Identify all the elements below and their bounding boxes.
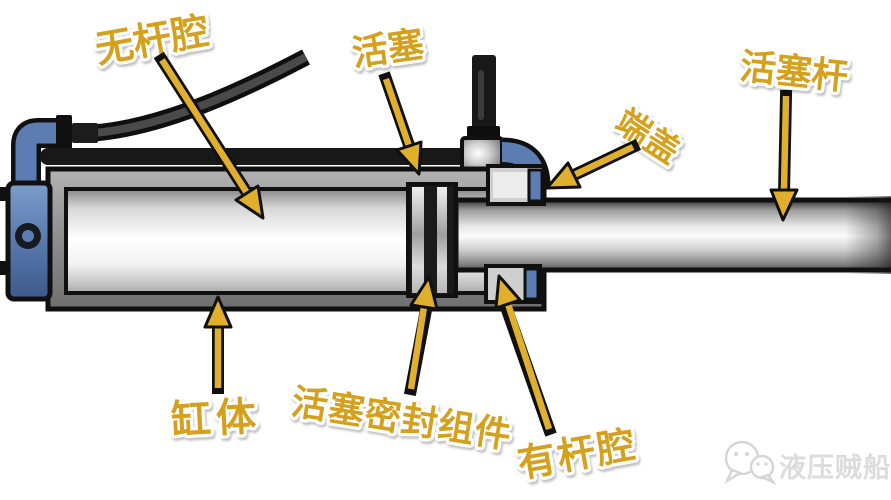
- rear-cap: [0, 180, 53, 302]
- piston-land: [437, 187, 447, 293]
- piston-land: [412, 187, 424, 293]
- mounting-tab: [0, 261, 10, 275]
- rear-port-inner: [22, 230, 34, 242]
- cylinder-assembly: [0, 164, 891, 312]
- end-cap-seal-bottom: [523, 267, 540, 301]
- label-piston-seal-assembly: 活塞密封组件: [289, 381, 515, 457]
- end-cap-seal-top: [527, 168, 544, 203]
- arrow-rodless-chamber: [153, 51, 265, 220]
- mounting-tab: [0, 187, 10, 201]
- piston-rod-part: [453, 196, 891, 274]
- rod-edge-fade: [845, 196, 891, 274]
- label-end-cap: 端盖: [608, 102, 687, 173]
- front-end-cap: [484, 164, 546, 304]
- label-piston-rod: 活塞杆: [738, 46, 850, 98]
- hose-nut: [56, 115, 72, 151]
- arrow-end-cap: [545, 139, 641, 190]
- arrow-cylinder-body: [203, 295, 233, 394]
- label-rodless-chamber: 无杆腔: [92, 8, 212, 71]
- end-cap-face: [493, 172, 527, 198]
- watermark: 液压贼船: [724, 440, 891, 485]
- hose-collar: [72, 123, 98, 143]
- arrow-piston-seal-assembly: [403, 275, 439, 397]
- label-cylinder-body: 缸体: [170, 394, 262, 445]
- arrow-piston-rod: [769, 89, 799, 222]
- top-steel-pipe: [40, 148, 468, 165]
- piston-part: [406, 182, 458, 298]
- callout-arrows: [153, 51, 799, 437]
- arrow-rod-chamber: [494, 274, 557, 437]
- label-piston: 活塞: [350, 24, 427, 75]
- label-rod-chamber: 有杆腔: [514, 422, 640, 486]
- hydraulic-hose: [93, 49, 310, 142]
- plumbing: [10, 49, 551, 200]
- arrow-piston: [378, 71, 423, 176]
- wechat-icon: [724, 440, 777, 485]
- left-elbow-fitting: [10, 115, 98, 200]
- rod-side-pipe: [467, 55, 500, 140]
- watermark-text: 液压贼船: [779, 452, 891, 484]
